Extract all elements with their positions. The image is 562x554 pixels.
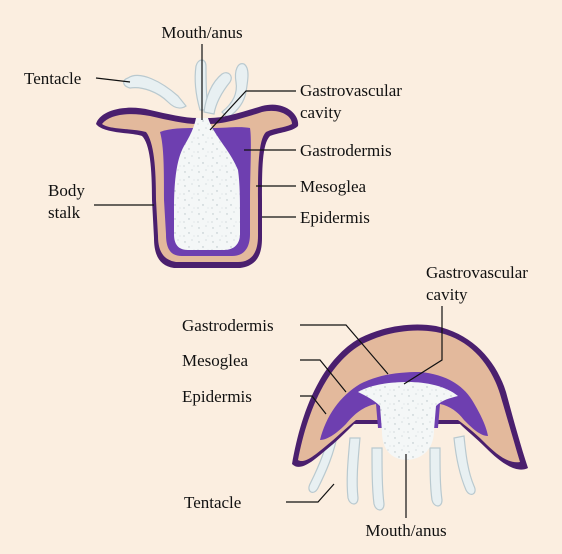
polyp-body-stalk-label-line1: Body: [48, 181, 85, 200]
medusa-tentacle-5: [454, 436, 475, 494]
medusa-mesoglea-label: Mesoglea: [182, 351, 249, 370]
medusa-cavity-label-line2: cavity: [426, 285, 468, 304]
medusa-gastrodermis-label: Gastrodermis: [182, 316, 274, 335]
polyp-body-stalk-label-line2: stalk: [48, 203, 81, 222]
medusa-epidermis-label: Epidermis: [182, 387, 252, 406]
polyp-tentacle-right-outer: [222, 64, 248, 118]
polyp-mouth-label: Mouth/anus: [161, 23, 242, 42]
polyp: Mouth/anus Tentacle Gastrovascular cavit…: [24, 23, 402, 268]
medusa-mouth-label: Mouth/anus: [365, 521, 446, 540]
medusa: Gastrovascular cavity Gastrodermis Mesog…: [182, 263, 528, 540]
polyp-tentacle-left: [124, 75, 186, 108]
medusa-tentacle-4: [430, 448, 442, 506]
polyp-cavity-label-line2: cavity: [300, 103, 342, 122]
medusa-cavity-label-line1: Gastrovascular: [426, 263, 528, 282]
polyp-epidermis-label: Epidermis: [300, 208, 370, 227]
polyp-tentacle-label: Tentacle: [24, 69, 81, 88]
medusa-tentacle-2: [347, 438, 360, 504]
medusa-tentacle-label: Tentacle: [184, 493, 241, 512]
polyp-cavity-label-line1: Gastrovascular: [300, 81, 402, 100]
polyp-mesoglea-label: Mesoglea: [300, 177, 367, 196]
medusa-tentacle-3: [372, 448, 384, 510]
polyp-gastrodermis-label: Gastrodermis: [300, 141, 392, 160]
